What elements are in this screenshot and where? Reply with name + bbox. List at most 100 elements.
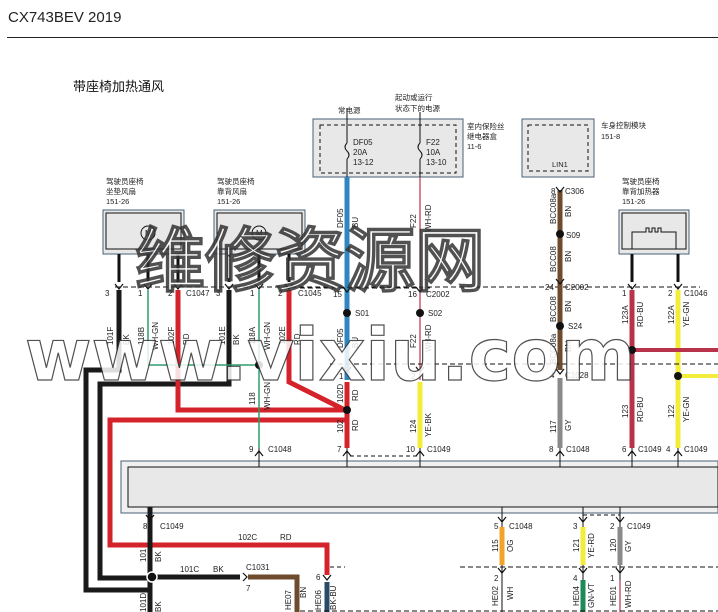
wire-color: YE-RD (587, 533, 596, 558)
wire-circuit: 102C (238, 533, 257, 542)
wire-color: BN (299, 587, 308, 598)
wire-118b (147, 290, 259, 366)
pin-label: 7 (246, 584, 251, 593)
wire-color: BN (564, 206, 573, 217)
wire-color: GN-VT (587, 583, 596, 608)
fuse-f22-id: F22 (426, 138, 440, 147)
connector-c1045: C1045 (298, 289, 322, 298)
wire-color: WH-RD (424, 204, 433, 232)
connector-name: C1048 (509, 522, 533, 531)
cushion-fan-ref: 151-26 (106, 197, 129, 206)
wire-circuit: BCC08a (549, 333, 558, 364)
supply-right-label-1: 起动或运行 (395, 92, 433, 102)
wire-circuit: 120 (609, 538, 618, 552)
pin-label: 3 (216, 289, 221, 298)
connector-labels: 3 1 2 C1047 3 1 2 C1045 15 16 C2002 S01 … (105, 187, 708, 593)
pin-label: 1 (250, 289, 255, 298)
pin-label: 2 (168, 289, 173, 298)
connector-c1047: C1047 (186, 289, 210, 298)
wire-circuit: BCC08 (549, 246, 558, 272)
wire-color: RD (182, 333, 191, 345)
wire-color: RD-BU (636, 301, 645, 327)
splice-s09: S09 (566, 231, 581, 240)
wire-labels: 101F BK 118B WH-GN 102F RD 101E BK 118A … (106, 193, 691, 612)
wire-circuit: 102E (278, 326, 287, 345)
wire-circuit: F22 (409, 214, 418, 228)
section-title: 带座椅加热通风 (73, 79, 165, 94)
bcm-name: 车身控制模块 (601, 120, 646, 130)
wire-circuit: 115 (491, 539, 500, 552)
pin-label: 1 (138, 289, 143, 298)
seat-back-fan: 驾驶员座椅 靠背风扇 151-26 M (213, 176, 306, 255)
fuse-df05-pins: 13-12 (353, 158, 374, 167)
wire-color: WH-GN (151, 322, 160, 350)
wire-color: WH-GN (263, 382, 272, 410)
wire-102c (107, 417, 345, 575)
wire-color: BK-BU (329, 585, 338, 610)
wire-circuit: BCC08a (549, 193, 558, 224)
wire-color: RD (351, 419, 360, 431)
wire-color: BK (213, 565, 224, 574)
pin-label: 2 (668, 289, 673, 298)
wire-102f (175, 290, 345, 413)
pin-label: 2 (278, 289, 283, 298)
pin-label: 10 (406, 445, 415, 454)
pin-label: 15 (333, 290, 342, 299)
connector-c2002-bn: C2002 (565, 283, 589, 292)
connector-name: C1049 (427, 445, 451, 454)
document-title: CX743BEV 2019 (8, 9, 122, 26)
pin-label: 4 (550, 371, 555, 380)
heater-name-1: 驾驶员座椅 (622, 176, 660, 186)
wire-color: BN (564, 251, 573, 262)
connector-c1028: C1028 (565, 371, 589, 380)
wire-color: RD (293, 333, 302, 345)
wire-color: YE-GN (682, 396, 691, 422)
wire-circuit: 102F (167, 327, 176, 345)
wire-102e (286, 290, 347, 413)
back-fan-motor-label: M (256, 229, 263, 238)
pin-label: 7 (337, 445, 342, 454)
wire-circuit: 102D (336, 384, 345, 403)
fuse-df05-icon (344, 142, 350, 160)
pin-label: 2 (411, 372, 416, 381)
wire-color: WH-GN (263, 322, 272, 350)
wire-color: OG (506, 540, 515, 552)
body-control-module: LIN1 车身控制模块 151-8 (521, 118, 646, 178)
title-divider (7, 37, 718, 38)
wire-circuit: HE07 (284, 589, 293, 610)
pin-label: 1 (610, 574, 615, 583)
wire-circuit: 101E (218, 326, 227, 345)
wire-color: YE-GN (682, 301, 691, 327)
wire-color: GY (564, 419, 573, 431)
pin-label: 6 (622, 445, 627, 454)
pin-label: 9 (249, 445, 254, 454)
splice-s01: S01 (355, 309, 370, 318)
wire-circuit: 101F (106, 327, 115, 345)
wire-circuit: 124 (409, 419, 418, 433)
wire-circuit: 101C (180, 565, 199, 574)
pin-label: 4 (573, 574, 578, 583)
bcm-ref: 151-8 (601, 132, 620, 141)
motor-icon (251, 225, 267, 241)
wire-101f (83, 290, 150, 593)
splice-s24: S24 (568, 322, 583, 331)
wire-circuit: HE04 (572, 585, 581, 606)
motor-icon (140, 225, 156, 241)
bcm-pin-label: LIN1 (552, 160, 568, 169)
pin-label: 3 (105, 289, 110, 298)
wire-circuit: 122 (667, 404, 676, 418)
back-fan-name-1: 驾驶员座椅 (217, 176, 255, 186)
wire-color: RD (351, 389, 360, 401)
connector-name: C1049 (638, 445, 662, 454)
wire-circuit: HE01 (609, 585, 618, 606)
connector-name: C1031 (246, 563, 270, 572)
wire-circuit: 101D (139, 593, 148, 612)
wire-circuit: HE06 (314, 589, 323, 610)
fuse-f22-icon (417, 142, 423, 160)
connector-name: C1049 (627, 522, 651, 531)
wire-circuit: 101 (139, 548, 148, 562)
wire-color: BN (564, 301, 573, 312)
wire-circuit: 118B (137, 327, 146, 345)
wire-circuit: 123A (621, 305, 630, 324)
